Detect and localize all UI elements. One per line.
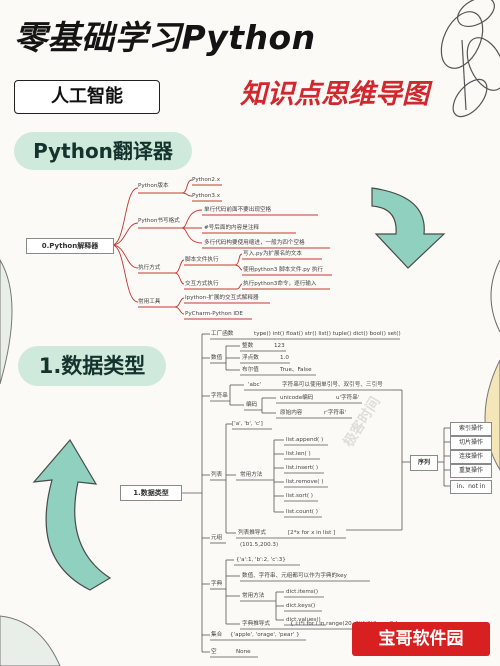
num-float: 浮点数 (242, 355, 259, 361)
curve-arrow-icon (32, 438, 112, 591)
branch-dict: 字典 (211, 581, 223, 587)
str-literal-note: 字符串可以使用单引号、双引号、三引号 (282, 382, 383, 388)
list-len: list.len( ) (286, 451, 311, 457)
exec-script: 脚本文件执行 (185, 257, 219, 263)
branch-tools: 常用工具 (138, 299, 161, 305)
section1-pill: Python翻译器 (14, 132, 192, 170)
section2-pill: 1.数据类型 (18, 346, 166, 386)
leaf-format-3: 多行代码构要使用缩进，一般为四个空格 (204, 240, 305, 246)
category-badge: 人工智能 (14, 80, 160, 114)
page-subtitle: 知识点思维导图 (240, 79, 429, 110)
branch-list: 列表 (211, 472, 223, 478)
tool-ipython: Ipython-扩展的交互式解释器 (185, 295, 259, 301)
branch-exec-mode: 执行方式 (138, 265, 161, 271)
section1-connectors (111, 179, 332, 320)
dict-literal: {'a':1, 'b':2, 'c':3} (236, 557, 286, 563)
list-comprehension-value: [2*x for x in list ] (288, 530, 336, 536)
str-raw: 原始内容 (280, 410, 303, 416)
tool-pycharm: PyCharm-Python IDE (185, 311, 243, 317)
plant-decor (440, 0, 500, 118)
list-insert: list.insert( ) (286, 465, 319, 471)
list-literal: ['a', 'b', 'c'] (232, 421, 263, 427)
leaf-format-1: 单行代码前面不要出现空格 (204, 207, 272, 213)
leaf-decor-bottom (0, 615, 61, 666)
num-bool: 布尔值 (242, 367, 259, 373)
list-methods: 常用方法 (240, 472, 263, 478)
dict-comprehension-value: { i:i*i for i in range(20, 2)if i%2 == 0… (290, 621, 399, 627)
num-bool-value: True、False (280, 367, 312, 373)
seq-repeat: 重复操作 (450, 464, 492, 478)
section2-root-node: 1.数据类型 (120, 485, 182, 501)
leaf-python3: Python3.x (192, 193, 221, 199)
section2-connectors (180, 333, 450, 658)
watermark-badge: 宝哥软件园 (352, 622, 490, 656)
dict-keys: dict.keys() (286, 603, 316, 609)
num-float-value: 1.0 (280, 355, 289, 361)
branch-python-version: Python版本 (138, 183, 169, 189)
dict-methods: 常用方法 (242, 593, 265, 599)
exec-interactive-1: 执行python3命令，逐行输入 (243, 281, 317, 287)
exec-script-2: 使用python3 脚本文件.py 执行 (243, 267, 324, 273)
seq-membership: in、not in (450, 480, 492, 494)
set-value: {'apple', 'orage', 'pear' } (230, 632, 300, 638)
leaf-decor-left (0, 259, 13, 385)
list-count: list.count( ) (286, 509, 318, 515)
seq-slice: 切片操作 (450, 436, 492, 450)
factory-functions: type() int() float() str() list() tuple(… (254, 331, 401, 337)
branch-string: 字符串 (211, 393, 228, 399)
leaf-python2: Python2.x (192, 177, 221, 183)
sequence-node: 序列 (410, 455, 438, 471)
branch-factory: 工厂函数 (211, 331, 234, 337)
branch-number: 数值 (211, 355, 223, 361)
list-comprehension: 列表推导式 (238, 530, 266, 536)
list-sort: list.sort( ) (286, 493, 313, 499)
tuple-value: (101.5,200.3) (240, 542, 279, 548)
num-int-value: 123 (274, 343, 285, 349)
str-unicode-value: u'字符串' (336, 395, 360, 401)
str-unicode: unicode编码 (280, 395, 314, 401)
str-literal: 'abc' (248, 382, 262, 388)
seq-index: 索引操作 (450, 422, 492, 436)
str-raw-value: r'字符串' (324, 410, 347, 416)
exec-interactive: 交互方式执行 (185, 281, 219, 287)
dict-key-note: 数值、字符串、元组都可以作为字典的key (242, 573, 347, 579)
list-remove: list.remove( ) (286, 479, 324, 485)
down-arrow-icon (371, 187, 446, 269)
num-int: 整数 (242, 343, 254, 349)
branch-python-format: Python书写格式 (138, 218, 180, 224)
dict-values: dict.values() (286, 617, 321, 623)
seq-concat: 连接操作 (450, 450, 492, 464)
dict-items: dict.items() (286, 589, 319, 595)
page-title: 零基础学习Python (14, 18, 316, 57)
str-encoding: 编码 (246, 402, 258, 408)
branch-tuple: 元组 (211, 535, 223, 541)
branch-set: 集合 (211, 632, 223, 638)
none-value: None (236, 649, 251, 655)
section1-root-node: 0.Python解释器 (26, 238, 114, 254)
leaf-format-2: #号后面的内容是注释 (204, 225, 260, 231)
list-append: list.append( ) (286, 437, 324, 443)
dict-comprehension: 字典推导式 (242, 621, 270, 627)
branch-none: 空 (211, 649, 217, 655)
exec-script-1: 写入.py为扩展名的文本 (243, 251, 302, 257)
